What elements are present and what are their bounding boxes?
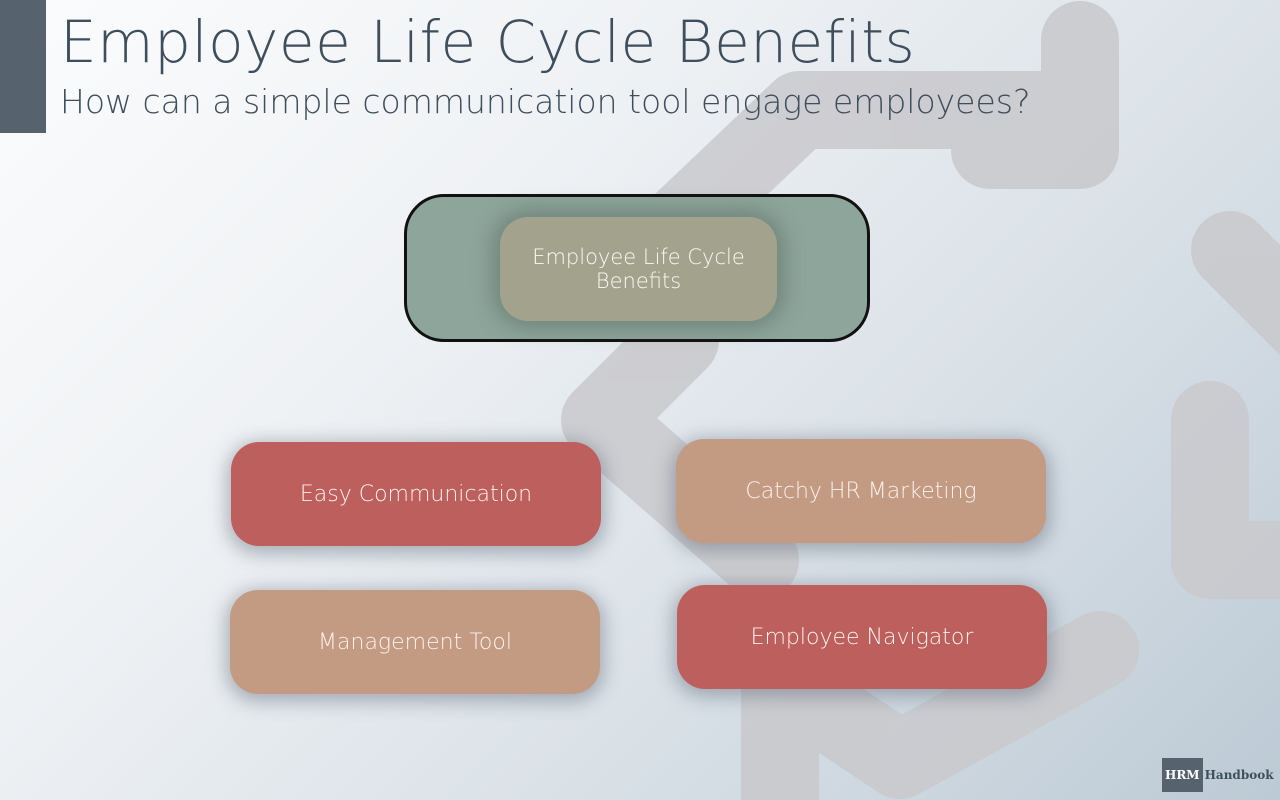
hrm-handbook-logo: HRM Handbook <box>1162 758 1274 792</box>
slide-title: Employee Life Cycle Benefits <box>60 8 916 76</box>
node-catchy-hr-marketing[interactable]: Catchy HR Marketing <box>676 439 1046 543</box>
node-label: Easy Communication <box>299 481 533 507</box>
root-node-label: Employee Life Cycle Benefits <box>532 245 745 293</box>
node-employee-navigator[interactable]: Employee Navigator <box>677 585 1047 689</box>
node-management-tool[interactable]: Management Tool <box>230 590 600 694</box>
title-accent-bar <box>0 0 46 133</box>
logo-text: Handbook <box>1204 768 1274 782</box>
node-label: Catchy HR Marketing <box>745 478 977 504</box>
slide-subtitle: How can a simple communication tool enga… <box>60 82 1031 121</box>
root-node[interactable]: Employee Life Cycle Benefits <box>500 217 777 321</box>
node-label: Employee Navigator <box>750 624 974 650</box>
logo-box: HRM <box>1162 758 1203 792</box>
node-label: Management Tool <box>318 629 512 655</box>
node-easy-communication[interactable]: Easy Communication <box>231 442 601 546</box>
